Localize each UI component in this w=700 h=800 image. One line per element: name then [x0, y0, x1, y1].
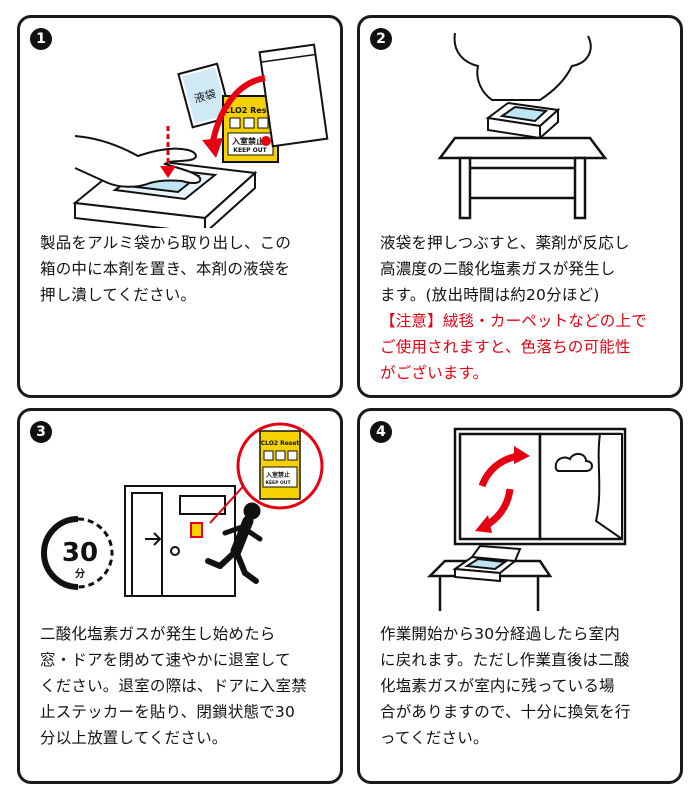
step-2-text: 液袋を押しつぶすと、薬剤が反応し 高濃度の二酸化塩素ガスが発生し ます。(放出時… — [380, 230, 666, 386]
step-number: 4 — [370, 421, 392, 443]
box-illustration — [452, 544, 522, 583]
timer-unit: 分 — [75, 567, 85, 580]
curtain — [594, 433, 623, 541]
step-number: 3 — [30, 421, 52, 443]
sticker-keep-out: KEEP OUT — [265, 480, 291, 486]
window-illustration — [453, 427, 627, 546]
timer-value: 30 — [62, 538, 98, 568]
liquid-bag: 液袋 — [177, 62, 233, 129]
step-number: 2 — [370, 28, 392, 50]
caution-line: 【注意】絨毯・カーペットなどの上で — [380, 312, 647, 330]
step-3-panel: 3 30 分 CLO2 Reset 入室禁止 — [17, 408, 343, 784]
hand-illustration — [74, 135, 202, 188]
step-4-text: 作業開始から30分経過したら室内 に戻れます。ただし作業直後は二酸 化塩素ガスが… — [380, 625, 631, 747]
step-3-text: 二酸化塩素ガスが発生し始めたら 窓・ドアを閉めて速やかに退室して ください。退室… — [40, 625, 307, 747]
product-package: CLO2 Reset 入室禁止 KEEP OUT — [222, 95, 279, 163]
bag-label: 液袋 — [193, 86, 218, 105]
sticker-magnifier: CLO2 Reset 入室禁止 KEEP OUT — [209, 422, 324, 524]
step-number: 1 — [30, 28, 52, 50]
step-3-illustration: 30 分 CLO2 Reset 入室禁止 KEEP OUT — [41, 422, 324, 597]
package-brand: CLO2 Reset — [224, 106, 276, 115]
gas-cloud — [453, 32, 592, 101]
door-knob — [170, 546, 180, 556]
running-person-icon — [205, 502, 263, 584]
package-warning: 入室禁止 — [231, 136, 264, 146]
step-1-illustration: 液袋 CLO2 Reset 入室禁止 KEEP OUT — [72, 43, 329, 228]
door-sticker — [190, 522, 203, 538]
door-panel — [131, 492, 163, 597]
caution-line: がございます。 — [380, 364, 489, 382]
step-1-text: 製品をアルミ袋から取り出し、この 箱の中に本剤を置き、本剤の液袋を 押し潰してく… — [40, 234, 292, 304]
cloud-icon — [554, 453, 593, 472]
wall-window — [179, 495, 226, 515]
step-2-illustration — [437, 32, 608, 220]
timer-icon: 30 分 — [41, 516, 114, 590]
sticker-warning: 入室禁止 — [265, 471, 290, 479]
step-4-panel: 4 作業開始から30分経過したら室内 に戻れます。ただし — [357, 408, 683, 784]
sticker-brand: CLO2 Reset — [261, 440, 300, 447]
step-2-panel: 2 液袋を押しつぶすと、薬剤が反応し 高濃度の二酸化塩素ガスが発生し ます。(放… — [357, 15, 683, 398]
table-illustration — [437, 136, 608, 220]
aluminum-bag — [258, 43, 329, 148]
caution-line: ご使用されますと、色落ちの可能性 — [380, 338, 631, 356]
red-curved-arrow — [209, 75, 266, 147]
package-keep-out: KEEP OUT — [233, 147, 267, 154]
step-4-illustration — [426, 427, 627, 611]
step-1-panel: 1 液袋 CLO2 Reset 入室禁止 KEEP OUT — [17, 15, 343, 398]
